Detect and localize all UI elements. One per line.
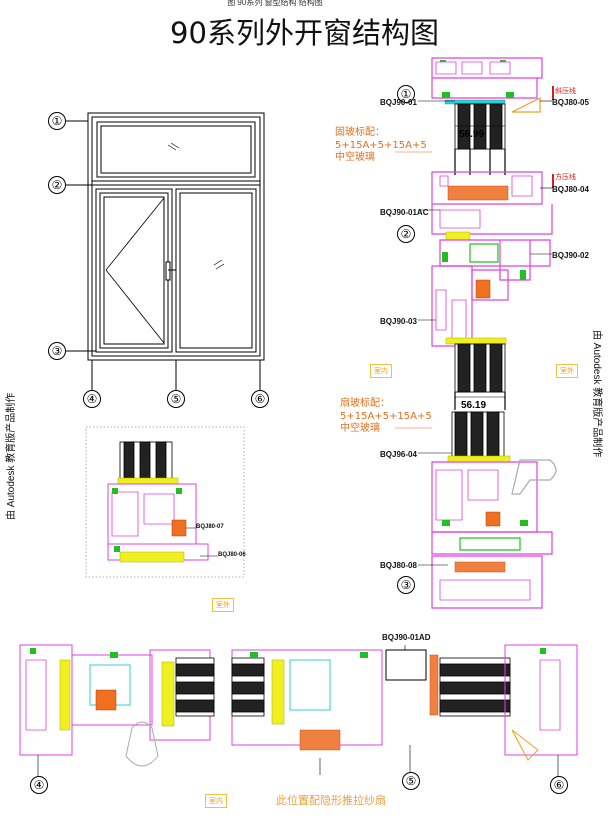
sash-glass-type: 中空玻璃 <box>340 423 380 434</box>
code-bqj80-04: BQJ80-04 <box>552 185 589 194</box>
fixed-glass-type: 中空玻璃 <box>335 152 375 163</box>
marker-5-elevation: ⑤ <box>167 390 185 408</box>
top-caption: 图 90系列 窗型结构 结构图 <box>227 0 323 6</box>
dim-top: 56.99 <box>459 129 485 140</box>
code-bqj90-01ad: BQJ90-01AD <box>382 633 431 642</box>
code-bqj80-06: BQJ80-06 <box>218 552 246 558</box>
dim-bottom: 56.19 <box>461 400 487 411</box>
code-bqj80-05: BQJ80-05 <box>552 98 589 107</box>
fixed-glass-title: 固玻标配： <box>335 127 385 138</box>
marker-1-elevation: ① <box>48 112 66 130</box>
marker-4-elevation: ④ <box>83 390 101 408</box>
room-indoor-label: 室内 <box>370 364 392 378</box>
marker-5-section: ⑤ <box>402 772 420 790</box>
room-outdoor-label: 室外 <box>556 364 578 378</box>
marker-2-elevation: ② <box>48 176 66 194</box>
code-bqj80-08: BQJ80-08 <box>380 561 417 570</box>
code-bqj80-07: BQJ80-07 <box>196 524 224 530</box>
square-bead-label: 方压线 <box>555 174 576 181</box>
mid-room-label: 室外 <box>212 598 234 612</box>
sash-glass-title: 扇玻标配： <box>340 398 390 409</box>
code-bqj90-01: BQJ90-01 <box>380 98 417 107</box>
marker-4-section: ④ <box>30 776 48 794</box>
vertical-section <box>395 57 557 609</box>
bottom-room-label: 室内 <box>205 794 227 808</box>
marker-1-section: ① <box>397 85 415 103</box>
code-bqj90-03: BQJ90-03 <box>380 317 417 326</box>
code-bqj90-01ac: BQJ90-01AC <box>380 208 429 217</box>
fixed-glass-spec: 5+15A+5+15A+5 <box>335 140 427 151</box>
marker-6-section: ⑥ <box>550 776 568 794</box>
marker-6-elevation: ⑥ <box>251 390 269 408</box>
page-title: 90系列外开窗结构图 <box>170 16 439 50</box>
marker-3-elevation: ③ <box>48 342 66 360</box>
marker-2-section: ② <box>397 225 415 243</box>
horizontal-section <box>19 644 578 778</box>
screen-sash-note: 此位置配隐形推拉纱扇 <box>276 794 386 807</box>
window-elevation <box>66 112 265 390</box>
code-bqj96-04: BQJ96-04 <box>380 450 417 459</box>
slanted-bead-label: 斜压线 <box>555 88 576 95</box>
code-bqj90-02: BQJ90-02 <box>552 251 589 260</box>
marker-3-section: ③ <box>397 576 415 594</box>
sill-detail <box>85 426 245 578</box>
sash-glass-spec: 5+15A+5+15A+5 <box>340 411 432 422</box>
